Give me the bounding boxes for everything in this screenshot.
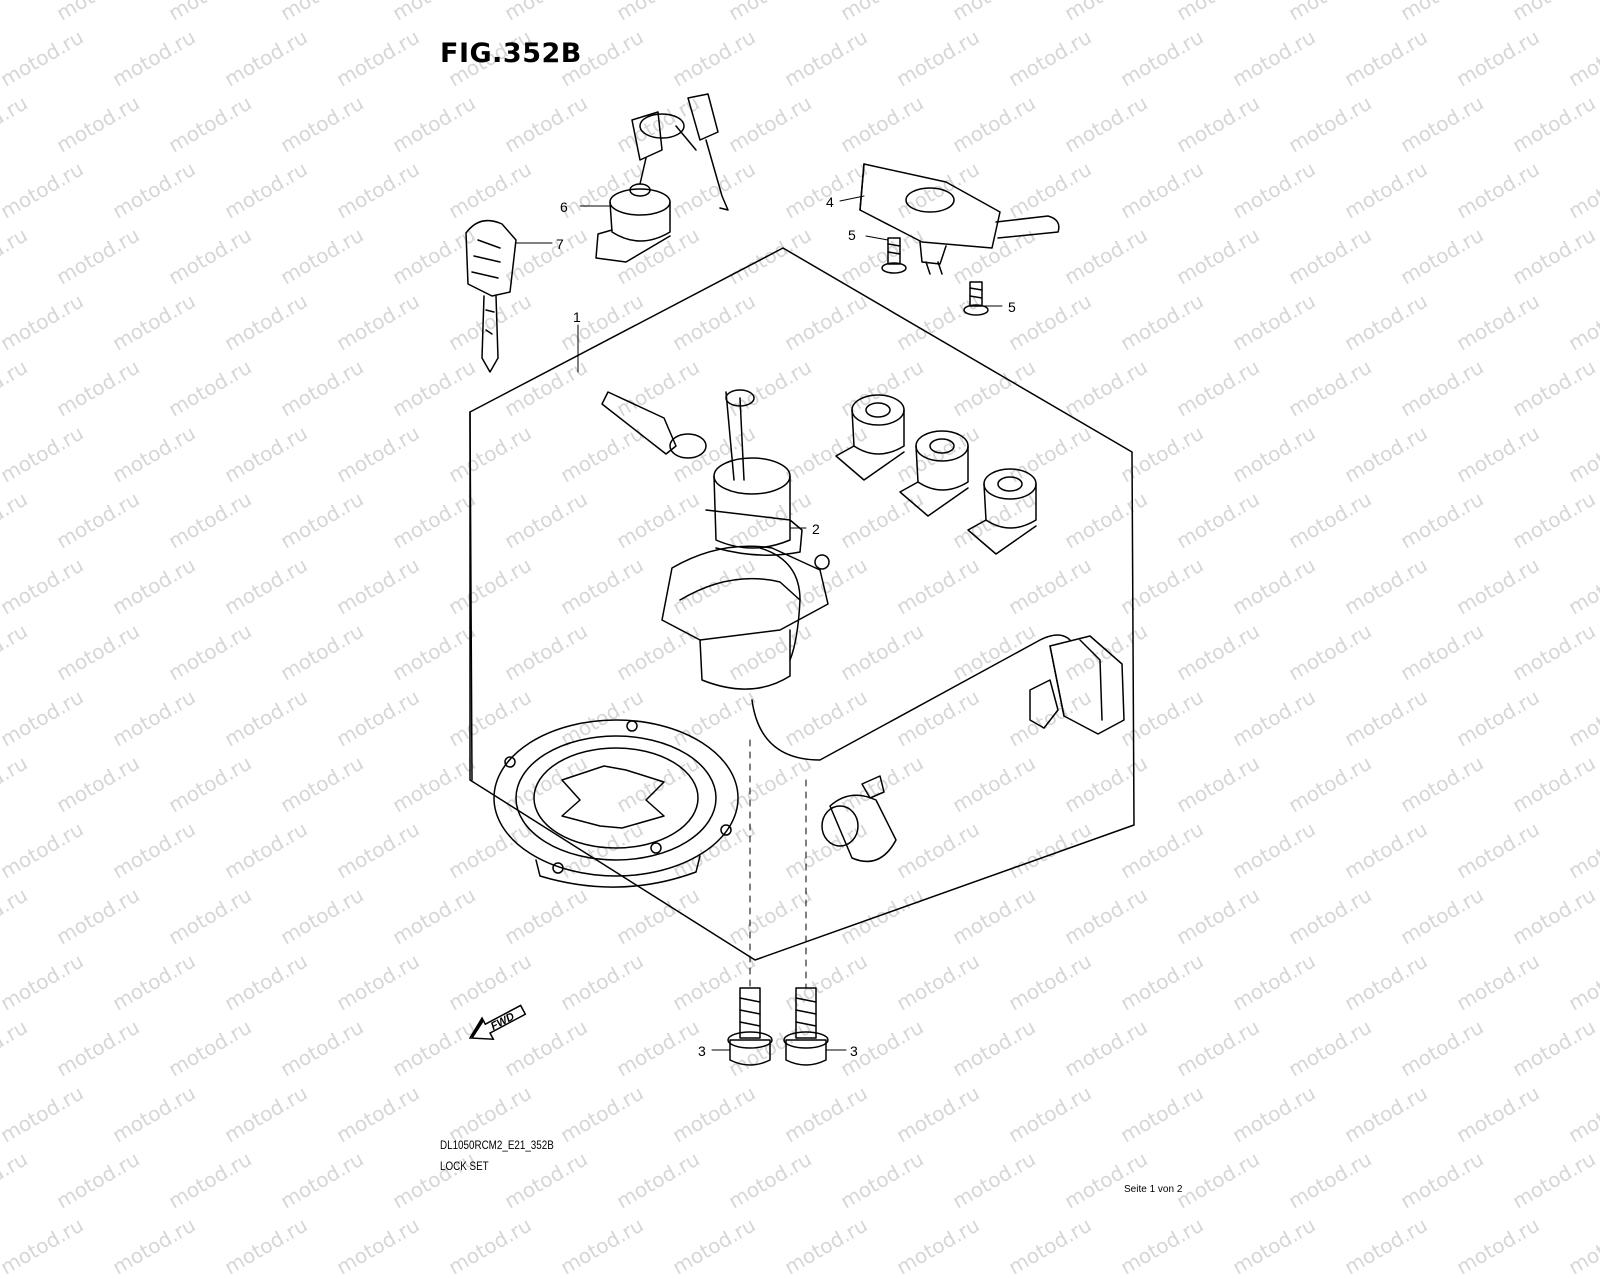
leader-4 [839, 195, 865, 202]
fwd-arrow: FWD [468, 1004, 527, 1041]
lock-cylinder-b [899, 430, 969, 517]
watermark-text: motod.ru [108, 1212, 200, 1279]
watermark-text: motod.ru [1004, 1212, 1096, 1279]
fwd-label: FWD [489, 1011, 517, 1033]
watermark-text: motod.ru [0, 1212, 88, 1279]
watermark-text: motod.ru [1564, 1212, 1600, 1279]
callout-7: 7 [556, 236, 564, 252]
screw-upper-drawing [881, 237, 907, 274]
callout-3-right: 3 [850, 1043, 858, 1059]
immobilizer-antenna-drawing [859, 163, 1060, 275]
callout-4: 4 [826, 194, 834, 210]
fuel-cap-drawing [493, 719, 739, 888]
bolt-left-drawing [727, 987, 773, 1066]
callout-2: 2 [812, 521, 820, 537]
watermark-text: motod.ru [668, 1212, 760, 1279]
diagram-subtitle: LOCK SET [440, 1159, 489, 1173]
callout-5-upper: 5 [848, 227, 856, 243]
watermark-text: motod.ru [780, 1212, 872, 1279]
screw-lower-drawing [963, 281, 989, 316]
watermark-text: motod.ru [1340, 1212, 1432, 1279]
seat-lock-drawing [595, 93, 729, 263]
leader-5-upper [865, 235, 889, 241]
watermark-text: motod.ru [556, 1212, 648, 1279]
callout-5-lower: 5 [1008, 299, 1016, 315]
watermark-text: motod.ru [332, 1212, 424, 1279]
diagram-code: DL1050RCM2_E21_352B [440, 1138, 554, 1152]
lock-cylinder-a [835, 394, 905, 481]
parts-diagram: FWD 6 7 4 5 5 1 2 3 3 [465, 93, 1135, 1066]
figure-title: FIG.352B [440, 38, 582, 69]
callout-3-left: 3 [698, 1043, 706, 1059]
small-lock-drawing [821, 775, 897, 863]
watermark-text: motod.ru [1228, 1212, 1320, 1279]
lock-cylinder-c [967, 468, 1037, 555]
callout-labels: 6 7 4 5 5 1 2 3 3 [556, 194, 1016, 1059]
watermark-text: motod.ru [220, 1212, 312, 1279]
blank-key-drawing [465, 219, 517, 373]
ignition-switch-drawing [601, 389, 1125, 761]
callout-1: 1 [573, 309, 581, 325]
watermark-text: motod.ru [892, 1212, 984, 1279]
bolt-right-drawing [783, 987, 829, 1066]
page-indicator: Seite 1 von 2 [1124, 1184, 1183, 1195]
watermark-text: motod.ru [444, 1212, 536, 1279]
callout-6: 6 [560, 199, 568, 215]
lock-set-box-outline [469, 247, 1135, 961]
watermark-text: motod.ru [1116, 1212, 1208, 1279]
watermark-text: motod.ru [1452, 1212, 1544, 1279]
